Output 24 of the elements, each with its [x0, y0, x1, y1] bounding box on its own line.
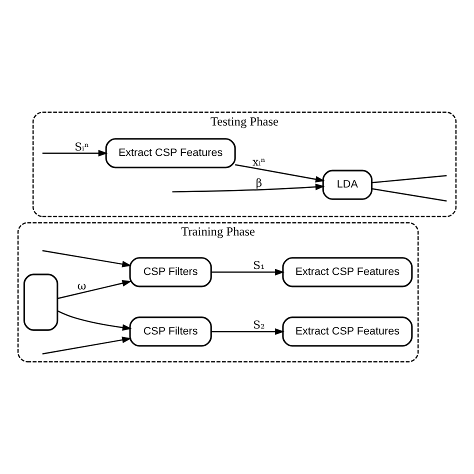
edge-label: S₁: [253, 259, 265, 272]
arrow: [57, 310, 132, 331]
node-box: Extract CSP Features: [105, 138, 236, 168]
node-box: [23, 274, 58, 331]
edge-label: xᵢⁿ: [252, 156, 266, 169]
arrow: [172, 184, 325, 192]
node-box: CSP Filters: [129, 316, 212, 347]
arrow: [235, 164, 325, 183]
edge-label: S₂: [253, 318, 265, 332]
arrow: [211, 268, 284, 276]
edge-label: ω: [77, 279, 86, 292]
arrow: [42, 150, 108, 156]
node-box: CSP Filters: [129, 257, 212, 288]
arrow: [211, 328, 284, 335]
node-box: LDA: [322, 170, 373, 200]
node-box: Extract CSP Features: [282, 316, 413, 347]
arrow: [57, 280, 132, 300]
arrow: [42, 250, 132, 268]
node-box: Extract CSP Features: [282, 257, 413, 288]
edge-label: β: [256, 176, 262, 190]
edge-label: Sᵢⁿ: [74, 140, 89, 154]
connector: [372, 175, 447, 184]
arrow: [42, 336, 132, 354]
connector: [372, 188, 447, 202]
